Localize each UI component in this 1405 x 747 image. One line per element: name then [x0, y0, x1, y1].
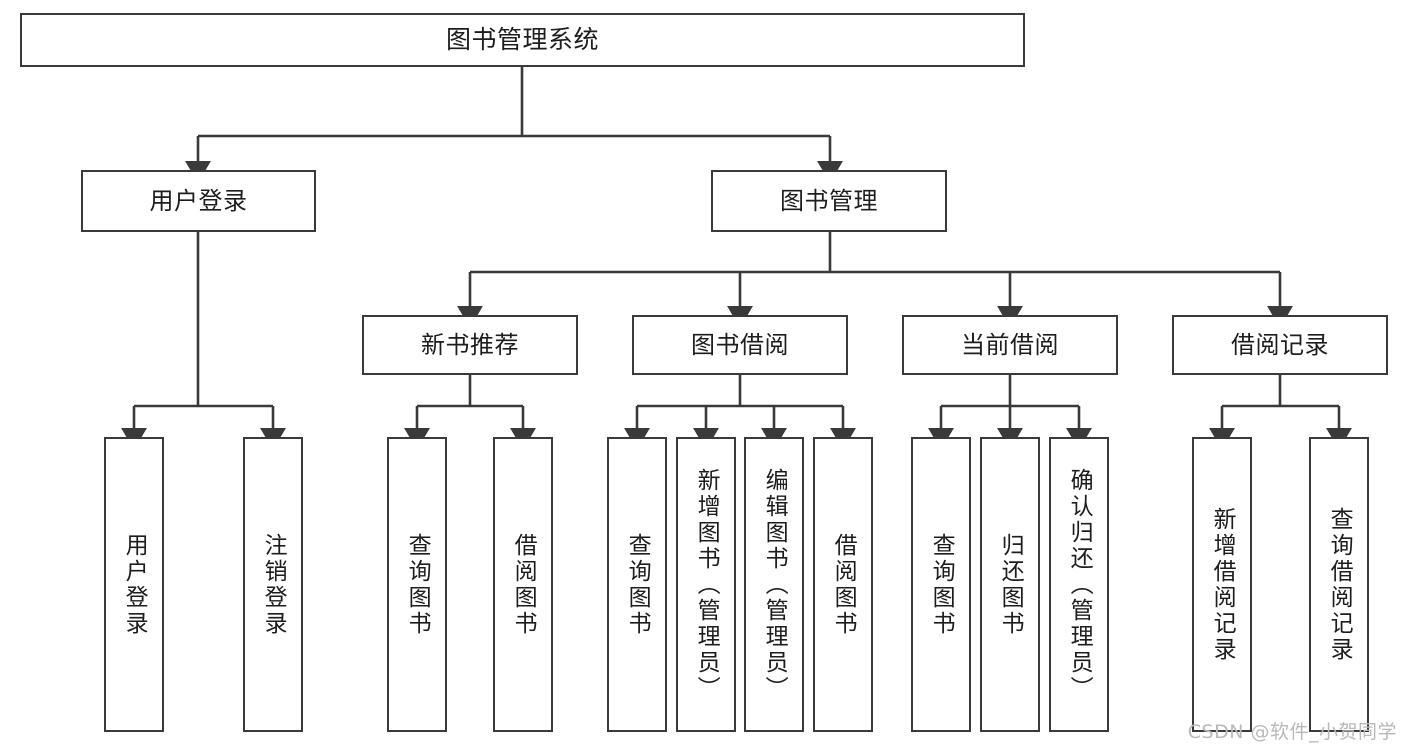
node-label: 归还图书 — [997, 532, 1024, 637]
node-label: 图书借阅 — [691, 330, 789, 359]
leaf-new-book-borrow[interactable]: 借阅图书 — [493, 437, 553, 732]
node-label: 新书推荐 — [421, 330, 519, 359]
leaf-borrow-add-book-admin[interactable]: 新增图书（管理员） — [676, 437, 736, 732]
node-label: 查询借阅记录 — [1326, 506, 1353, 663]
node-borrow-record[interactable]: 借阅记录 — [1172, 315, 1388, 375]
node-label: 用户登录 — [149, 186, 248, 215]
leaf-record-query-record[interactable]: 查询借阅记录 — [1309, 437, 1369, 732]
node-label: 注销登录 — [260, 532, 287, 637]
leaf-user-login-login[interactable]: 用户登录 — [104, 437, 164, 732]
node-label: 新增借阅记录 — [1209, 506, 1236, 663]
watermark: CSDN @软件_小贺同学 — [1187, 721, 1397, 743]
node-label: 查询图书 — [624, 532, 651, 637]
node-label: 当前借阅 — [961, 330, 1059, 359]
node-label: 借阅图书 — [510, 532, 537, 637]
leaf-current-return-book[interactable]: 归还图书 — [980, 437, 1040, 732]
leaf-current-confirm-return-admin[interactable]: 确认归还（管理员） — [1049, 437, 1109, 732]
leaf-user-login-logout[interactable]: 注销登录 — [243, 437, 303, 732]
leaf-record-add-record[interactable]: 新增借阅记录 — [1192, 437, 1252, 732]
node-label: 借阅记录 — [1231, 330, 1329, 359]
node-new-book-recommend[interactable]: 新书推荐 — [362, 315, 578, 375]
leaf-borrow-query-book[interactable]: 查询图书 — [607, 437, 667, 732]
node-label: 图书管理系统 — [445, 25, 599, 55]
node-label: 用户登录 — [121, 532, 148, 637]
node-root-system[interactable]: 图书管理系统 — [20, 13, 1025, 67]
node-label: 编辑图书（管理员） — [761, 467, 788, 702]
node-book-borrow[interactable]: 图书借阅 — [632, 315, 848, 375]
node-label: 新增图书（管理员） — [693, 467, 720, 702]
node-book-management[interactable]: 图书管理 — [711, 170, 947, 232]
leaf-borrow-edit-book-admin[interactable]: 编辑图书（管理员） — [744, 437, 804, 732]
leaf-current-query-book[interactable]: 查询图书 — [911, 437, 971, 732]
node-label: 查询图书 — [928, 532, 955, 637]
leaf-new-book-query[interactable]: 查询图书 — [387, 437, 447, 732]
node-current-borrow[interactable]: 当前借阅 — [902, 315, 1118, 375]
node-user-login[interactable]: 用户登录 — [81, 170, 316, 232]
node-label: 查询图书 — [404, 532, 431, 637]
node-label: 借阅图书 — [830, 532, 857, 637]
leaf-borrow-borrow-book[interactable]: 借阅图书 — [813, 437, 873, 732]
node-label: 图书管理 — [780, 186, 878, 215]
node-label: 确认归还（管理员） — [1066, 467, 1093, 702]
